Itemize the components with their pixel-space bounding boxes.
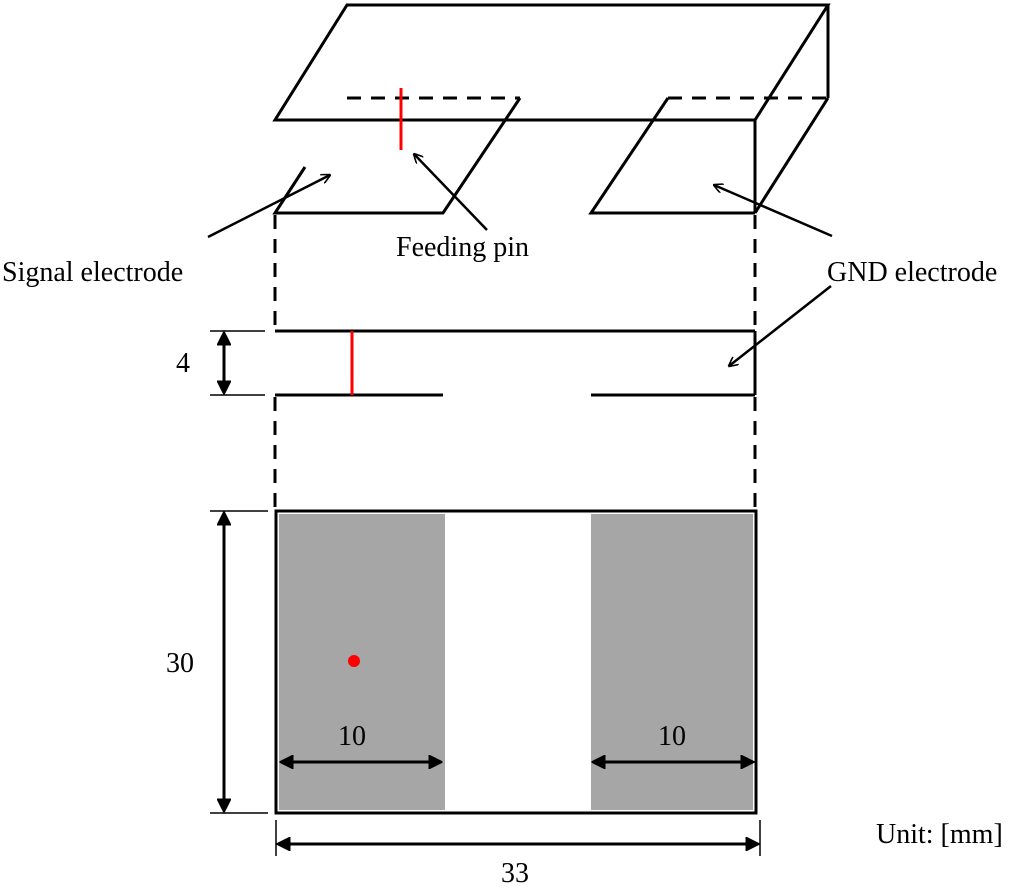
height-label: 4: [176, 348, 190, 379]
feeding-pin-callout-arrow: [414, 154, 488, 231]
substrate-outline: [274, 509, 758, 815]
signal-electrode-label: Signal electrode: [2, 257, 183, 288]
feeding-point-dot: [348, 655, 360, 667]
gnd-electrode-outline: [588, 97, 755, 215]
gnd-electrode-area: [591, 514, 753, 810]
perspective-view: [272, 3, 831, 215]
signal-width-label: 10: [338, 721, 366, 752]
bottom-view: 10 10 30 33: [166, 509, 761, 887]
right-face-edge-bottom: [753, 97, 830, 214]
length-label: 30: [166, 648, 194, 679]
side-view: 4: [176, 329, 757, 397]
width-label: 33: [501, 858, 529, 887]
signal-electrode-area: [279, 514, 445, 810]
signal-electrode-outline: [272, 97, 522, 215]
gnd-electrode-callout-arrow-lower: [729, 285, 832, 366]
unit-label: Unit: [mm]: [876, 819, 1003, 850]
signal-electrode-callout-arrow: [207, 175, 330, 239]
projection-lines: [273, 215, 757, 510]
gnd-electrode-label: GND electrode: [827, 257, 997, 288]
gnd-width-label: 10: [658, 721, 686, 752]
callouts: [207, 154, 833, 366]
top-face: [272, 3, 831, 122]
gnd-electrode-callout-arrow-upper: [714, 185, 833, 238]
feeding-pin-label: Feeding pin: [396, 232, 529, 263]
